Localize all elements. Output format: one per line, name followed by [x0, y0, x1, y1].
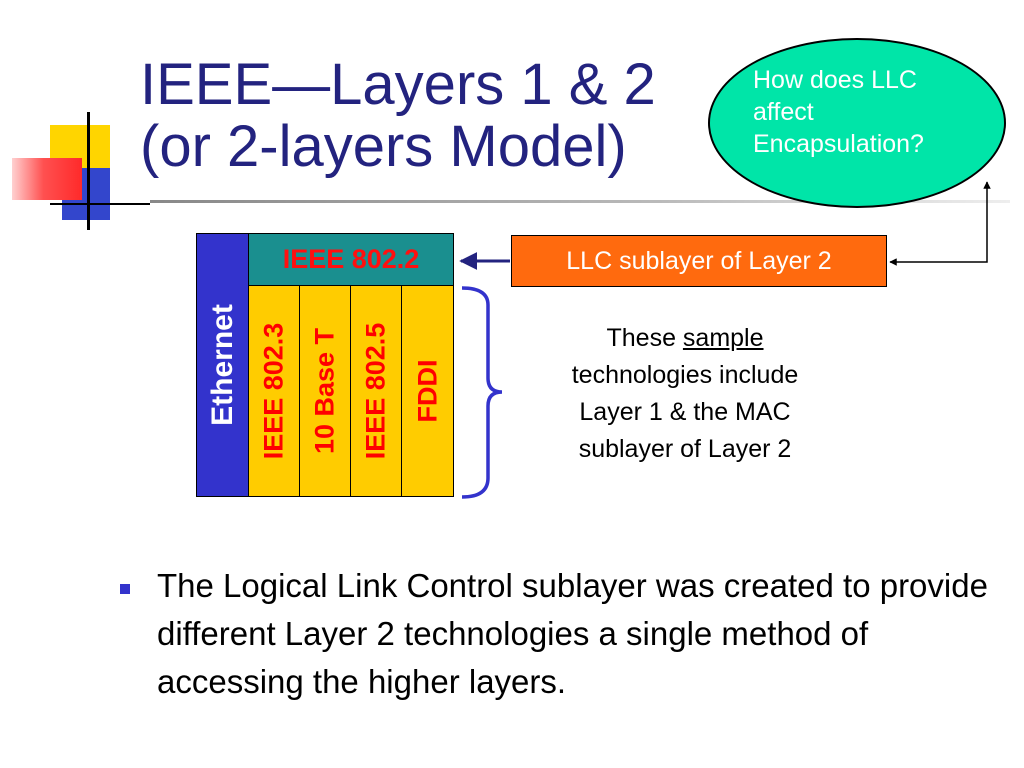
curly-bracket [461, 286, 503, 499]
title-divider [150, 200, 1010, 203]
description-underlined-word: sample [682, 324, 764, 352]
title-line-2: (or 2-layers Model) [140, 114, 627, 179]
ieee-802-2-label: IEEE 802.2 [282, 244, 420, 274]
technology-label: 10 Base T [309, 327, 340, 455]
technology-block-ieee-802-5: IEEE 802.5 [350, 285, 402, 497]
callout-line-2: affect [753, 98, 814, 126]
bullet-marker [120, 584, 130, 594]
description-line-2: technologies include [571, 361, 799, 389]
ethernet-label: Ethernet [205, 304, 239, 426]
callout-text: How does LLC affect Encapsulation? [753, 64, 993, 160]
technology-block-ieee-802-3: IEEE 802.3 [248, 285, 300, 497]
ethernet-block: Ethernet [196, 233, 249, 497]
callout-line-1: How does LLC [753, 66, 917, 94]
slide-title: IEEE—Layers 1 & 2 (or 2-layers Model) [140, 54, 700, 178]
technology-block-10-base-t: 10 Base T [299, 285, 351, 497]
bullet-text: The Logical Link Control sublayer was cr… [157, 567, 988, 700]
llc-sublayer-label: LLC sublayer of Layer 2 [566, 246, 832, 275]
technology-description: These sample technologies include Layer … [505, 320, 865, 468]
ieee-802-2-block: IEEE 802.2 [248, 233, 454, 286]
technology-label: IEEE 802.3 [258, 322, 289, 460]
description-line-3: Layer 1 & the MAC [579, 398, 791, 426]
logo-horizontal-line [50, 203, 150, 205]
callout-ellipse [708, 38, 1006, 208]
logo-red-bar [12, 158, 82, 200]
callout-connector [889, 181, 991, 266]
description-line-4: sublayer of Layer 2 [578, 435, 792, 463]
title-line-1: IEEE—Layers 1 & 2 [140, 52, 656, 117]
technology-label: IEEE 802.5 [360, 322, 391, 460]
technology-label: FDDI [412, 359, 442, 423]
callout-line-3: Encapsulation? [753, 130, 924, 158]
description-prefix: These [606, 324, 683, 352]
llc-sublayer-box: LLC sublayer of Layer 2 [511, 235, 887, 287]
logo-vertical-line [87, 112, 90, 230]
technology-block-fddi: FDDI [401, 285, 454, 497]
